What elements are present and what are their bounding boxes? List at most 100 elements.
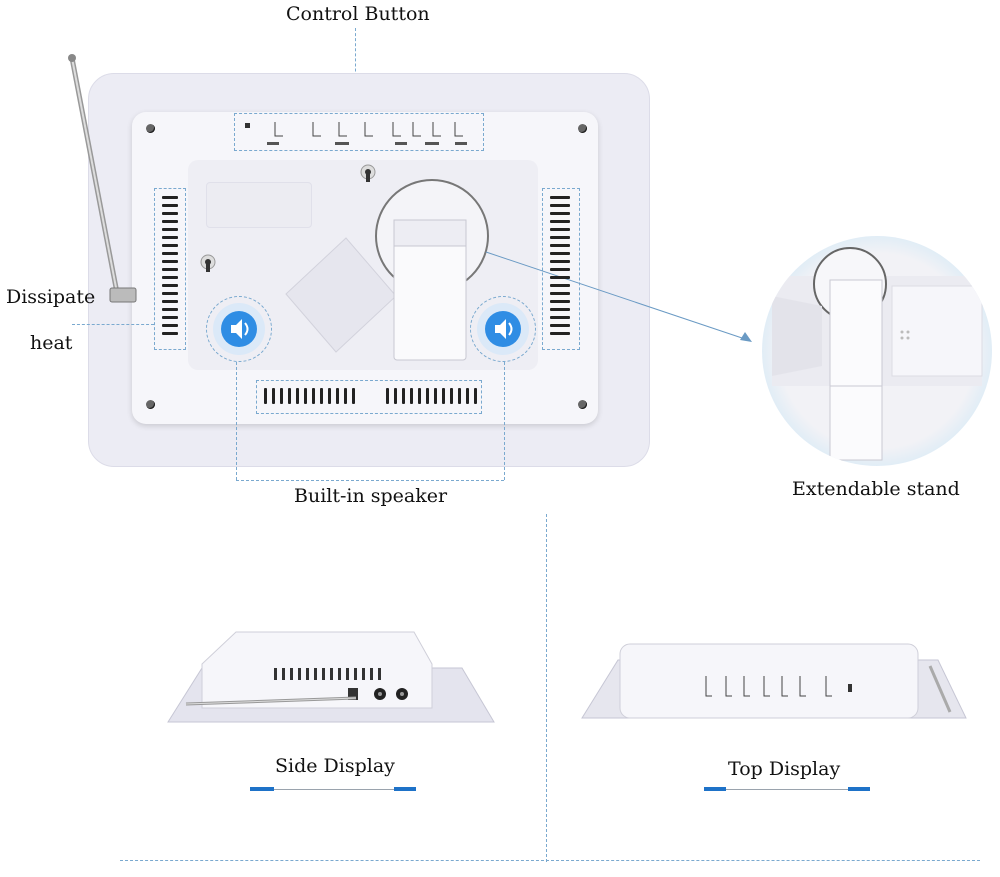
control-button-guide <box>355 28 356 112</box>
right-vent-slot <box>550 308 570 311</box>
bottom-vent-slot <box>352 388 355 404</box>
bottom-vent-slot <box>426 388 429 404</box>
right-vent-slot <box>550 324 570 327</box>
left-vent-slot <box>162 292 178 295</box>
right-vent-slot <box>550 276 570 279</box>
speaker-icon <box>213 303 265 355</box>
top-underline <box>704 789 870 790</box>
section-divider-horizontal <box>120 860 980 861</box>
bottom-vent-slot <box>410 388 413 404</box>
left-vent-slot <box>162 204 178 207</box>
keyhole-icon <box>360 164 376 182</box>
dissipate-label: Dissipate <box>6 286 96 308</box>
bottom-vent-slot <box>474 388 477 404</box>
left-vent-slot <box>162 196 178 199</box>
bottom-vent-slot <box>450 388 453 404</box>
screw <box>146 124 155 133</box>
bottom-vents <box>256 380 482 414</box>
left-vent-slot <box>162 244 178 247</box>
section-divider-vertical <box>546 514 547 862</box>
stand-detail <box>772 247 983 461</box>
left-vent-slot <box>162 284 178 287</box>
top-display-label: Top Display <box>728 758 841 780</box>
left-vent-slot <box>162 220 178 223</box>
right-vent-slot <box>550 212 570 215</box>
left-vent-slot <box>162 228 178 231</box>
top-underline-accent-right <box>848 787 870 791</box>
bottom-vent-slot <box>296 388 299 404</box>
left-vent-slot <box>162 324 178 327</box>
right-vents <box>542 188 580 350</box>
right-vent-slot <box>550 204 570 207</box>
left-speaker <box>206 296 272 362</box>
screw <box>146 400 155 409</box>
right-vent-slot <box>550 268 570 271</box>
bottom-vent-slot <box>394 388 397 404</box>
speaker-guide-left <box>236 362 237 480</box>
stand-zoom-circle <box>762 236 992 466</box>
extendable-stand-label: Extendable stand <box>792 478 960 500</box>
side-underline <box>250 789 416 790</box>
right-vent-slot <box>550 260 570 263</box>
left-vent-slot <box>162 332 178 335</box>
bottom-vent-slot <box>402 388 405 404</box>
bottom-vent-slot <box>312 388 315 404</box>
right-vent-slot <box>550 244 570 247</box>
side-device-illustration <box>167 631 495 723</box>
left-vent-slot <box>162 236 178 239</box>
right-vent-slot <box>550 196 570 199</box>
left-vent-slot <box>162 268 178 271</box>
bottom-vent-slot <box>280 388 283 404</box>
right-vent-slot <box>550 332 570 335</box>
left-vent-slot <box>162 212 178 215</box>
right-vent-slot <box>550 284 570 287</box>
bottom-vent-slot <box>304 388 307 404</box>
right-vent-slot <box>550 300 570 303</box>
dissipate-guide <box>72 324 154 325</box>
bottom-vent-slot <box>272 388 275 404</box>
bottom-vent-slot <box>336 388 339 404</box>
left-vent-slot <box>162 260 178 263</box>
control-button-label: Control Button <box>286 3 430 25</box>
right-vent-slot <box>550 228 570 231</box>
left-vent-slot <box>162 300 178 303</box>
label-plate <box>206 182 312 228</box>
left-vent-slot <box>162 252 178 255</box>
top-underline-accent-left <box>704 787 726 791</box>
bottom-vent-slot <box>418 388 421 404</box>
keyhole-icon <box>200 254 216 272</box>
screw <box>578 400 587 409</box>
bottom-vent-slot <box>320 388 323 404</box>
bottom-vent-slot <box>328 388 331 404</box>
right-vent-slot <box>550 316 570 319</box>
stand-callout-arrow <box>485 251 752 342</box>
bottom-vent-slot <box>458 388 461 404</box>
left-vents <box>154 188 186 350</box>
right-vent-slot <box>550 236 570 239</box>
side-underline-accent-left <box>250 787 274 791</box>
top-device-illustration <box>581 643 967 719</box>
right-speaker <box>470 296 536 362</box>
bottom-vent-slot <box>386 388 389 404</box>
right-vent-slot <box>550 220 570 223</box>
left-vent-slot <box>162 308 178 311</box>
control-buttons-strip <box>245 122 467 145</box>
speaker-guide-right <box>504 362 505 480</box>
bottom-vent-slot <box>344 388 347 404</box>
heat-label: heat <box>30 332 73 354</box>
bottom-vent-slot <box>288 388 291 404</box>
bottom-vent-slot <box>434 388 437 404</box>
screw <box>578 124 587 133</box>
side-display-label: Side Display <box>275 755 395 777</box>
bottom-vent-slot <box>466 388 469 404</box>
speaker-guide-bottom <box>236 480 504 481</box>
stand-illustration <box>285 179 489 361</box>
right-vent-slot <box>550 252 570 255</box>
control-buttons-box <box>234 113 484 151</box>
antenna-icon <box>68 54 137 303</box>
right-vent-slot <box>550 292 570 295</box>
left-vent-slot <box>162 316 178 319</box>
built-in-speaker-label: Built-in speaker <box>294 485 448 507</box>
speaker-icon <box>477 303 529 355</box>
bottom-vent-slot <box>264 388 267 404</box>
